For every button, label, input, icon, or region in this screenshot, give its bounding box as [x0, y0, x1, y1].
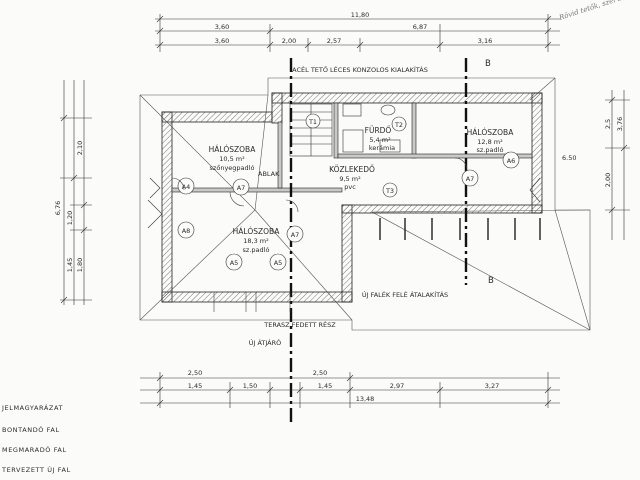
- door-tag: A7: [291, 231, 300, 239]
- dim-bottom-r1-b: 2,50: [313, 369, 327, 377]
- section-marker-top: B: [485, 59, 491, 69]
- dim-left-a: 1,45: [66, 258, 74, 272]
- legend-title: JELMAGYARÁZAT: [2, 404, 64, 412]
- door-tag: A5: [230, 259, 239, 267]
- dim-right-b: 3,76: [616, 117, 624, 131]
- room-bathroom-area: 5,4 m²: [369, 136, 391, 144]
- door-tag: A6: [507, 157, 516, 165]
- handwritten-note: Rövid tetők, szél alatti: [557, 0, 636, 22]
- door-tag-circles: [177, 113, 520, 271]
- door-tag: T2: [394, 121, 403, 129]
- top-dimension-chains: [155, 14, 560, 52]
- room-bedroom-south-name: HÁLÓSZOBA: [233, 227, 281, 236]
- dim-left-total: 6,76: [54, 201, 62, 215]
- door-tag: A5: [274, 259, 283, 267]
- section-marker-bottom: B: [488, 276, 494, 286]
- door-tag: A7: [237, 184, 246, 192]
- room-bedroom-south-floor: sz.padló: [243, 246, 270, 254]
- door-tag: A7: [466, 175, 475, 183]
- room-bedroom-east-name: HÁLÓSZOBA: [467, 128, 515, 137]
- room-bedroom-south-area: 18,3 m²: [243, 237, 269, 245]
- window-marks: [147, 177, 541, 229]
- room-corridor-floor: pvc: [344, 183, 356, 191]
- room-corridor-name: KÖZLEKEDŐ: [329, 165, 375, 174]
- staircase: [289, 103, 333, 157]
- dim-left-c: 2,10: [76, 141, 84, 155]
- interior-walls: [171, 102, 533, 193]
- note-bottom-3: ÚJ ÁTJÁRÓ: [249, 338, 282, 347]
- exterior-walls: [161, 92, 543, 303]
- door-tag: A4: [182, 183, 191, 191]
- note-bottom-2: TERASZ FEDETT RÉSZ: [263, 320, 336, 329]
- room-bedroom-west-name: HÁLÓSZOBA: [209, 145, 257, 154]
- dim-right-a: 2,5: [604, 119, 612, 129]
- dim-top-row1-a: 3,60: [215, 23, 229, 31]
- room-bathroom-floor: kerámia: [369, 144, 395, 152]
- dim-bottom-r2-c: 1,45: [318, 382, 332, 390]
- bottom-dimension-chains: [140, 372, 560, 408]
- door-tag: T1: [308, 118, 317, 126]
- door-swings: [171, 157, 468, 312]
- dim-top-row2-b: 2,00: [282, 37, 296, 45]
- right-dimension-chains: [605, 90, 630, 240]
- dim-bottom-total: 13,48: [356, 395, 375, 403]
- left-dimension-chains: [60, 80, 92, 305]
- dim-top-row2-c: 2,57: [327, 37, 341, 45]
- note-roof: ACÉL TETŐ LÉCES KONZOLOS KIALAKÍTÁS: [292, 65, 428, 74]
- dim-bottom-r2-b: 1,50: [243, 382, 257, 390]
- room-corridor-area: 9,5 m²: [339, 175, 361, 183]
- legend-item-new: TERVEZETT ÚJ FAL: [2, 466, 71, 474]
- room-bathroom-name: FÜRDŐ: [365, 126, 392, 135]
- dim-right-c: 2,00: [604, 173, 612, 187]
- terrace-posts: [379, 218, 541, 240]
- door-tag: A8: [182, 227, 191, 235]
- room-bedroom-west-floor: szőnyegpadló: [210, 163, 255, 172]
- legend-item-keep: MEGMARADÓ FAL: [2, 446, 67, 454]
- note-right-value: 6.50: [562, 154, 576, 162]
- dim-bottom-r2-d: 2,97: [390, 382, 404, 390]
- dim-left-b: 1,20: [66, 211, 74, 225]
- room-bedroom-west-area: 10,5 m²: [219, 155, 245, 163]
- dim-top-row2-d: 3,16: [478, 37, 492, 45]
- room-bedroom-east-area: 12,8 m²: [477, 138, 503, 146]
- note-window: ABLAK: [258, 170, 280, 178]
- legend-item-demolish: BONTANDÓ FAL: [2, 426, 60, 434]
- door-tag: T3: [385, 187, 394, 195]
- dim-top-row1-b: 6,87: [413, 23, 427, 31]
- room-bedroom-east-floor: sz.padló: [477, 146, 504, 154]
- note-bottom-1: ÚJ FALÉK FELÉ ÁTALAKÍTÁS: [362, 290, 448, 299]
- dim-top-row2-a: 3,60: [215, 37, 229, 45]
- dim-left-d: 1,80: [76, 258, 84, 272]
- dim-bottom-r2-e: 3,27: [485, 382, 499, 390]
- dim-top-total: 11,80: [351, 11, 370, 19]
- dim-bottom-r2-a: 1,45: [188, 382, 202, 390]
- dim-bottom-r1-a: 2,50: [188, 369, 202, 377]
